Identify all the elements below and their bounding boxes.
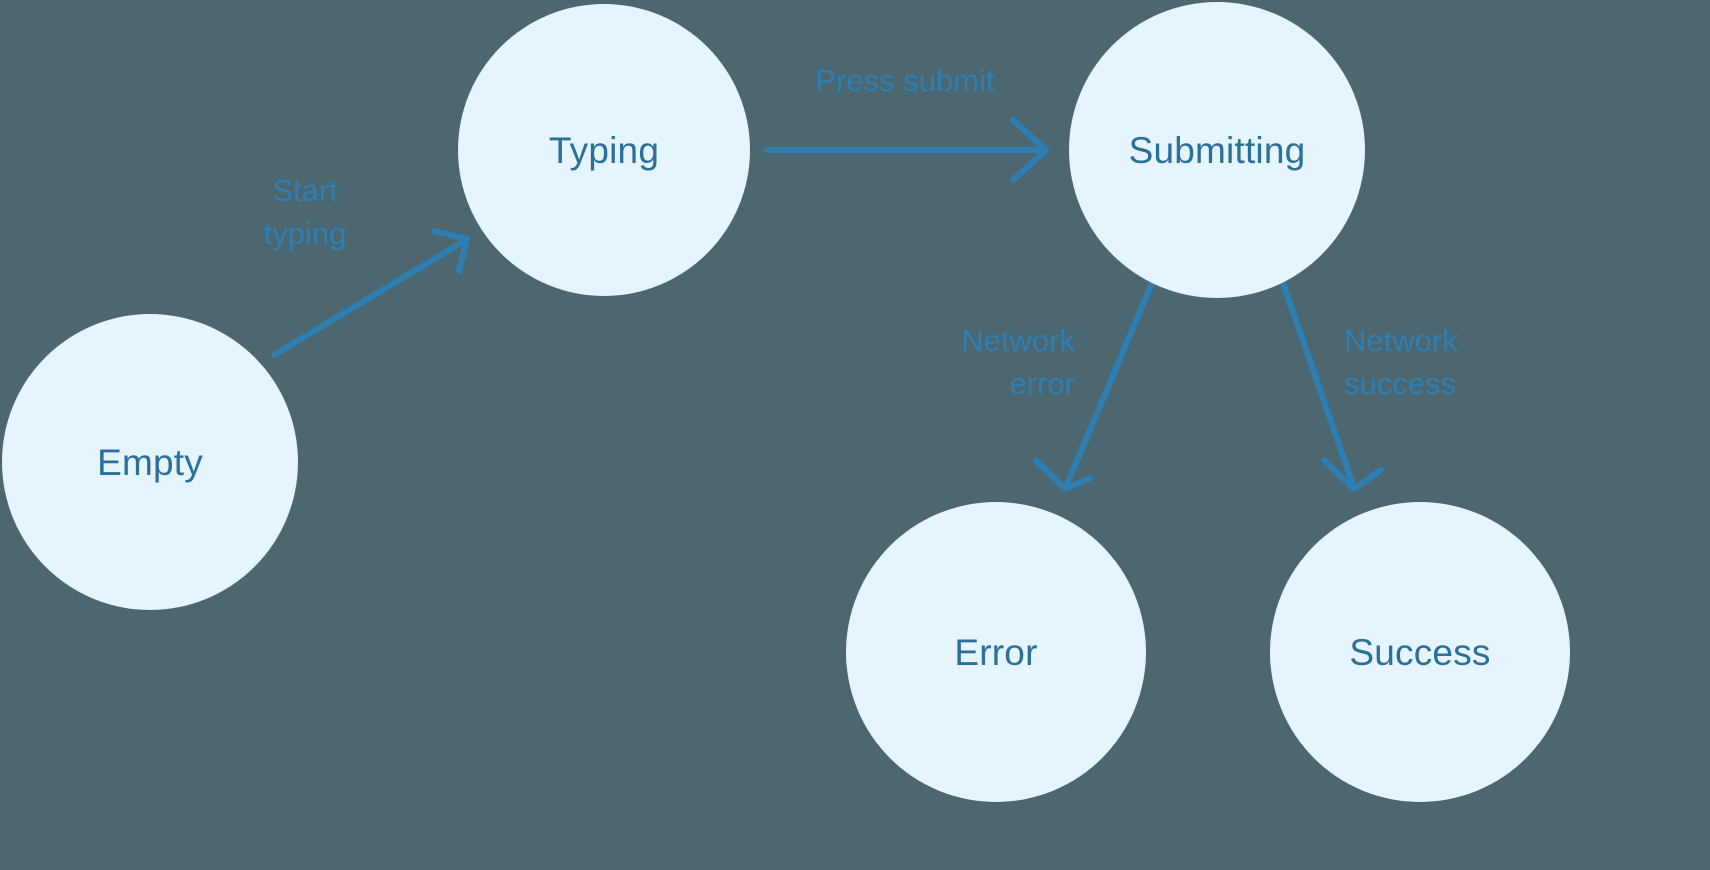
- node-typing-label: Typing: [548, 129, 660, 171]
- node-error-label: Error: [954, 631, 1038, 673]
- node-success[interactable]: Success: [1270, 502, 1570, 802]
- node-error[interactable]: Error: [846, 502, 1146, 802]
- edge-submitting-to-error: [1033, 280, 1155, 492]
- node-success-label: Success: [1349, 631, 1491, 673]
- edge-empty-to-typing: [271, 228, 470, 358]
- node-empty[interactable]: Empty: [2, 314, 298, 610]
- edge-label-network-error: Network error: [961, 323, 1075, 401]
- edge-typing-to-submitting: [763, 117, 1049, 183]
- node-empty-label: Empty: [97, 441, 203, 483]
- node-submitting-label: Submitting: [1128, 129, 1306, 171]
- node-typing[interactable]: Typing: [458, 4, 750, 296]
- edge-label-network-success: Network success: [1344, 323, 1458, 401]
- edge-label-start-typing: Start typing: [263, 173, 347, 251]
- edge-label-press-submit: Press submit: [815, 63, 995, 98]
- edge-submitting-to-success: [1280, 280, 1384, 492]
- node-submitting[interactable]: Submitting: [1069, 2, 1365, 298]
